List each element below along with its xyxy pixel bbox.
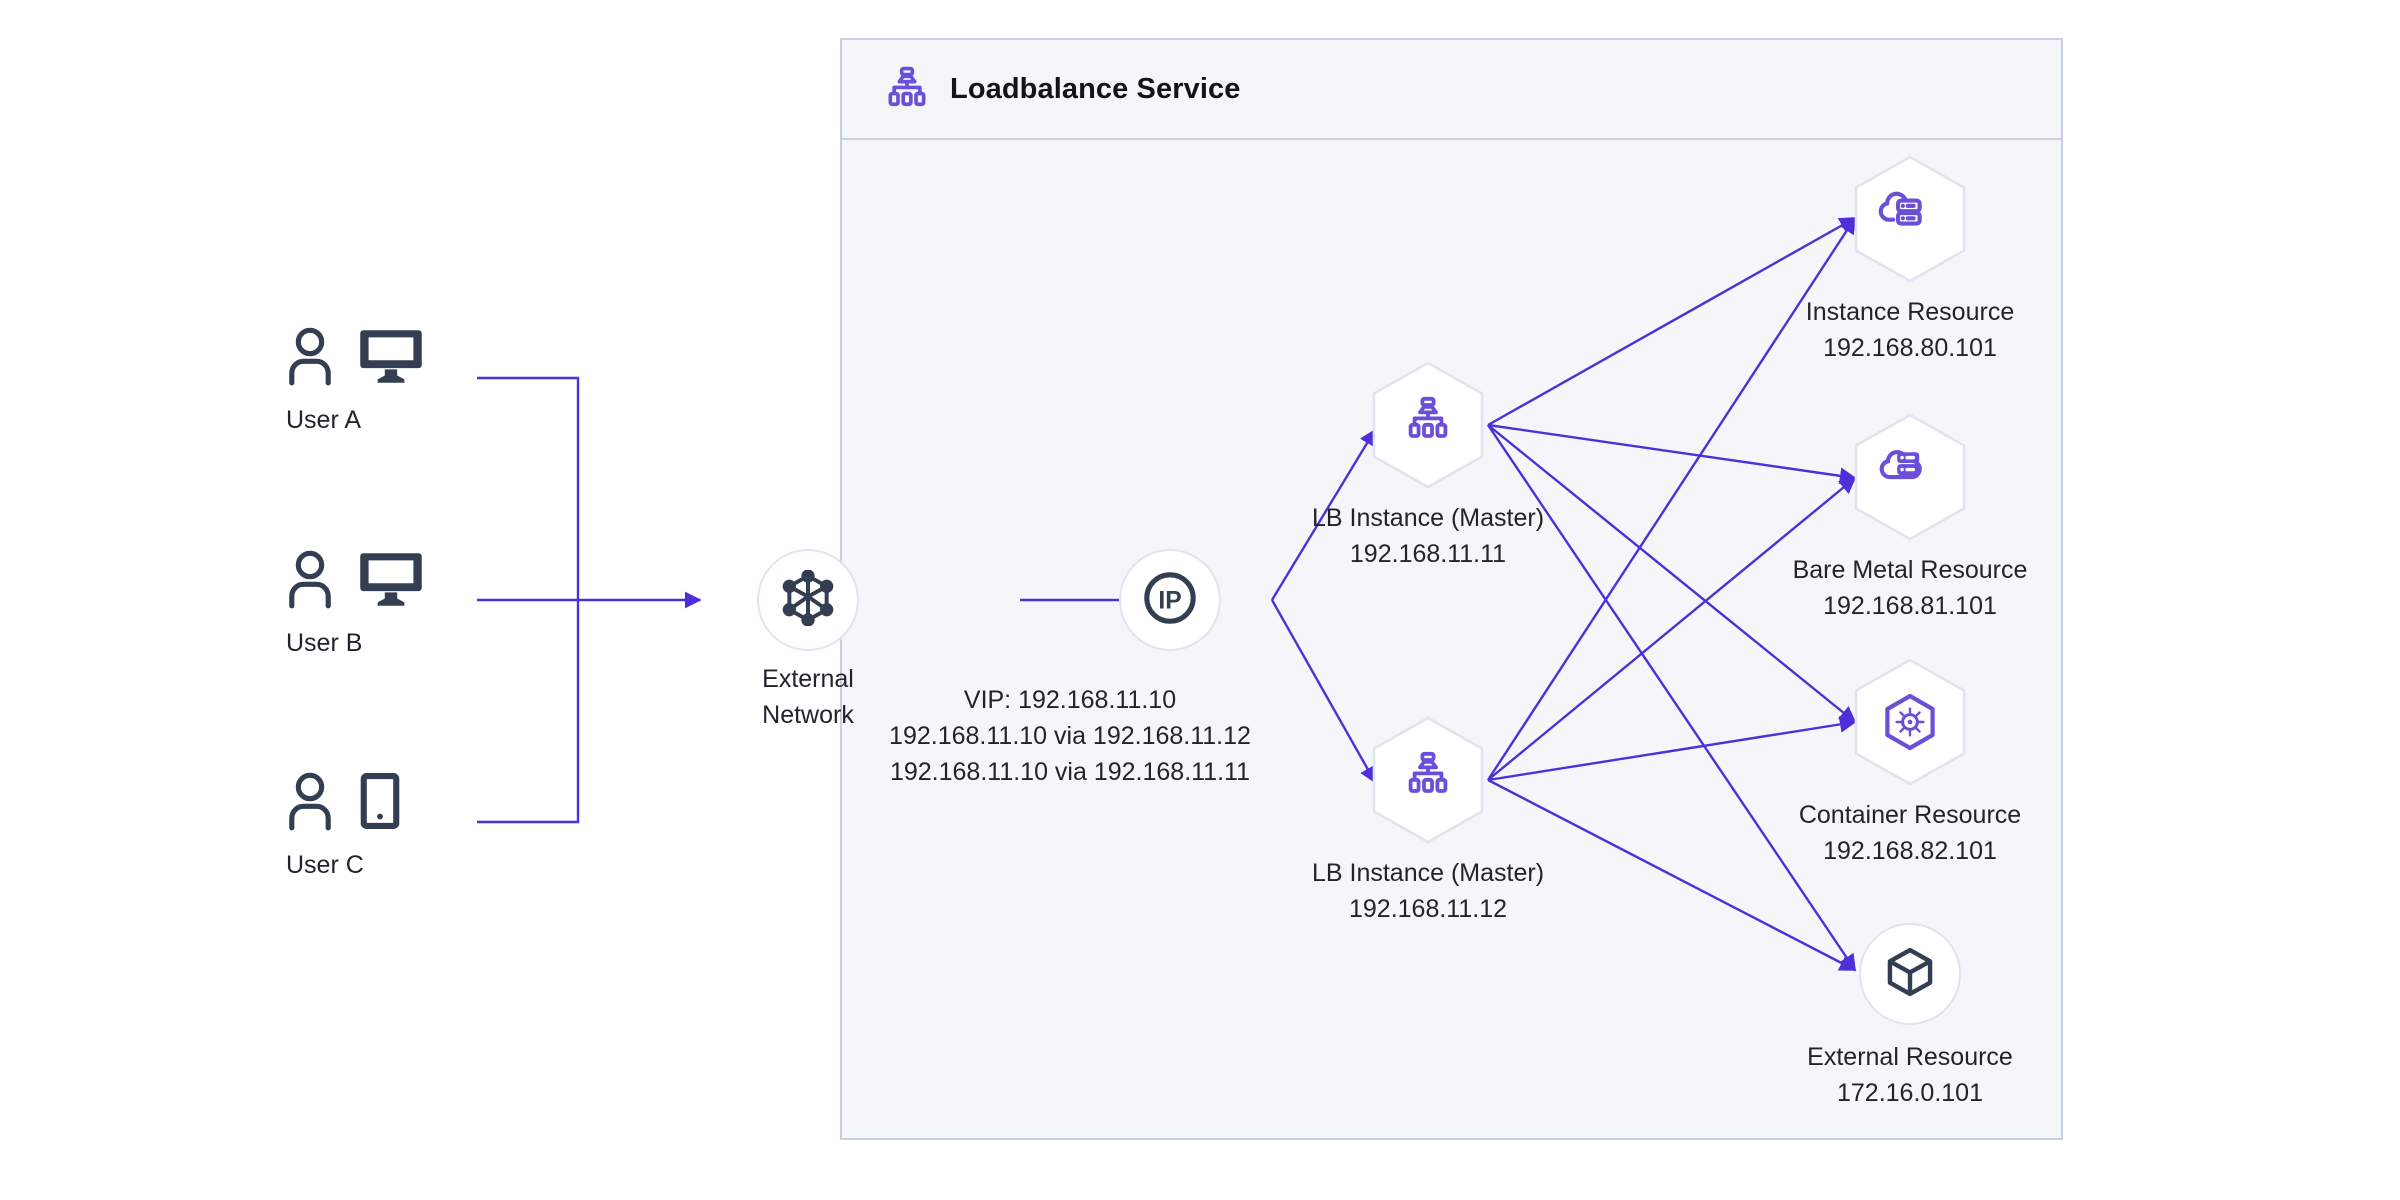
user-node-b[interactable]: User B (282, 548, 422, 658)
container-resource-shape (1852, 657, 1968, 787)
panel-header: Loadbalance Service (842, 40, 2061, 140)
container-resource-label: Container Resource 192.168.82.101 (1798, 801, 2022, 865)
bare-metal-resource-label: Bare Metal Resource 192.168.81.101 (1792, 556, 2028, 620)
instance-resource-label: Instance Resource 192.168.80.101 (1805, 298, 2015, 362)
instance-resource-shape (1852, 154, 1968, 284)
bare-metal-resource-shape (1852, 412, 1968, 542)
vip-shape: IP (1119, 549, 1221, 651)
edge-user-a (477, 376, 580, 600)
external-resource-shape (1859, 923, 1961, 1025)
mobile-phone-icon (360, 772, 400, 835)
user-node-a[interactable]: User A (282, 325, 422, 435)
external-resource-label: External Resource 172.16.0.101 (1807, 1043, 2013, 1107)
external-network-shape (757, 549, 859, 651)
user-b-icons (282, 548, 422, 615)
ip-badge-icon: IP (1141, 569, 1199, 632)
user-a-icons (282, 325, 422, 392)
vip-line-3: 192.168.11.10 via 192.168.11.11 (889, 758, 1251, 786)
external-network-label: External Network (762, 665, 854, 729)
desktop-monitor-icon (360, 327, 422, 390)
lb-instance-2-shape (1370, 715, 1486, 845)
svg-text:IP: IP (1158, 587, 1181, 614)
vip-line-2: 192.168.11.10 via 192.168.11.12 (889, 722, 1251, 750)
desktop-monitor-icon (360, 550, 422, 613)
vip-detail-text: VIP: 192.168.11.10 192.168.11.10 via 192… (845, 682, 1295, 790)
panel-title: Loadbalance Service (950, 72, 1241, 105)
network-cube-icon (780, 568, 836, 631)
user-node-c[interactable]: User C (282, 770, 400, 880)
user-a-label: User A (286, 406, 362, 434)
lb-instance-1-shape (1370, 360, 1486, 490)
person-icon (282, 325, 338, 392)
lb-instance-2-label: LB Instance (Master) 192.168.11.12 (1311, 859, 1545, 923)
user-c-icons (282, 770, 400, 837)
loadbalancer-icon (884, 64, 930, 115)
edge-user-c (477, 600, 580, 824)
person-icon (282, 548, 338, 615)
user-b-label: User B (286, 629, 363, 657)
vip-line-1: VIP: 192.168.11.10 (963, 686, 1177, 714)
person-icon (282, 770, 338, 837)
user-c-label: User C (286, 851, 364, 879)
cube-icon (1882, 944, 1938, 1005)
lb-instance-1-label: LB Instance (Master) 192.168.11.11 (1311, 504, 1545, 568)
